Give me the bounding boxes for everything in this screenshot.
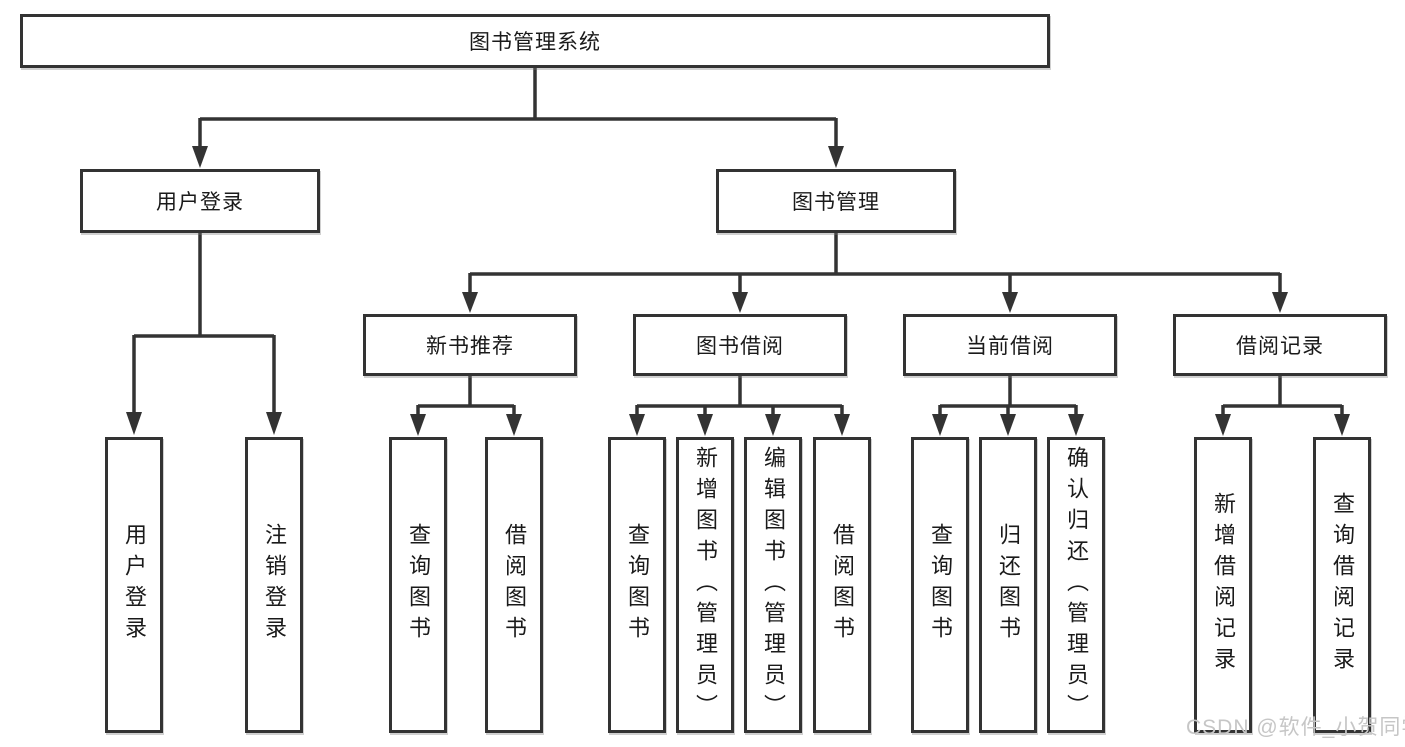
leaf-borrow-books: 借阅图书 bbox=[485, 437, 543, 733]
leaf-borrow-books: 借阅图书 bbox=[813, 437, 871, 733]
leaf-query-borrow-record: 查询借阅记录 bbox=[1313, 437, 1371, 733]
leaf-user-login: 用户登录 bbox=[105, 437, 163, 733]
leaf-logout: 注销登录 bbox=[245, 437, 303, 733]
leaf-label: 借阅图书 bbox=[502, 523, 527, 647]
leaf-label: 查询图书 bbox=[406, 523, 431, 647]
node-current-borrowing: 当前借阅 bbox=[903, 314, 1117, 376]
node-label: 图书管理 bbox=[792, 191, 880, 214]
node-label: 用户登录 bbox=[156, 191, 244, 214]
leaf-label: 查询图书 bbox=[625, 523, 650, 647]
leaf-add-books-admin: 新增图书（管理员） bbox=[676, 437, 734, 733]
leaf-label: 查询借阅记录 bbox=[1330, 492, 1355, 678]
leaf-label: 用户登录 bbox=[122, 523, 147, 647]
leaf-label: 确认归还（管理员） bbox=[1064, 445, 1089, 725]
node-label: 当前借阅 bbox=[966, 335, 1054, 358]
leaf-query-books: 查询图书 bbox=[608, 437, 666, 733]
node-label: 图书管理系统 bbox=[469, 31, 601, 54]
leaf-query-books: 查询图书 bbox=[911, 437, 969, 733]
leaf-label: 新增借阅记录 bbox=[1211, 492, 1236, 678]
leaf-label: 查询图书 bbox=[928, 523, 953, 647]
node-label: 借阅记录 bbox=[1236, 335, 1324, 358]
csdn-watermark: CSDN @软件_小贺同学 bbox=[1186, 716, 1405, 739]
node-label: 新书推荐 bbox=[426, 335, 514, 358]
leaf-label: 新增图书（管理员） bbox=[693, 445, 718, 725]
node-label: 图书借阅 bbox=[696, 335, 784, 358]
leaf-confirm-return-admin: 确认归还（管理员） bbox=[1047, 437, 1105, 733]
leaf-add-borrow-record: 新增借阅记录 bbox=[1194, 437, 1252, 733]
leaf-label: 借阅图书 bbox=[830, 523, 855, 647]
node-book-management: 图书管理 bbox=[716, 169, 956, 233]
leaf-label: 注销登录 bbox=[262, 523, 287, 647]
node-library-management-system: 图书管理系统 bbox=[20, 14, 1050, 68]
leaf-label: 编辑图书（管理员） bbox=[761, 445, 786, 725]
node-borrowing-records: 借阅记录 bbox=[1173, 314, 1387, 376]
leaf-query-books: 查询图书 bbox=[389, 437, 447, 733]
node-new-book-recommendation: 新书推荐 bbox=[363, 314, 577, 376]
node-book-borrowing: 图书借阅 bbox=[633, 314, 847, 376]
leaf-return-books: 归还图书 bbox=[979, 437, 1037, 733]
leaf-label: 归还图书 bbox=[996, 523, 1021, 647]
leaf-edit-books-admin: 编辑图书（管理员） bbox=[744, 437, 802, 733]
node-user-login: 用户登录 bbox=[80, 169, 320, 233]
